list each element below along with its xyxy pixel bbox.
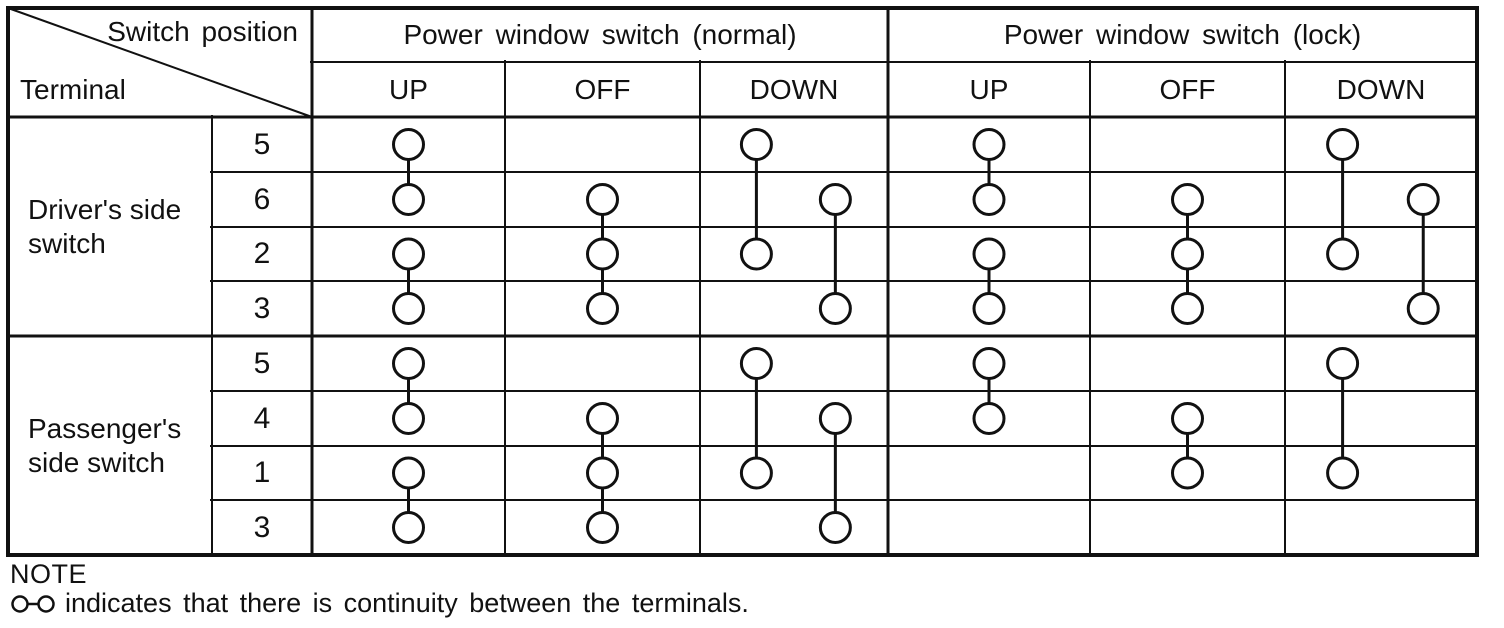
terminal-cell-passenger-1: 1 xyxy=(253,456,271,489)
continuity-circle xyxy=(1326,347,1360,380)
continuity-circle xyxy=(1171,402,1204,435)
corner-switch-position-label: Switch position xyxy=(107,16,298,47)
continuity-circle xyxy=(972,402,1006,435)
corner-terminal-label: Terminal xyxy=(20,74,126,105)
continuity-circle xyxy=(586,511,619,544)
continuity-circle xyxy=(1171,456,1204,490)
terminal-cell-driver-6: 6 xyxy=(253,182,271,216)
continuity-circle xyxy=(1406,183,1440,216)
continuity-circle xyxy=(392,183,425,216)
continuity-circle xyxy=(1326,237,1360,271)
terminal-cell-driver-3: 3 xyxy=(253,291,271,325)
continuity-circle xyxy=(392,237,425,271)
subcolumn-label-normal-off: OFF xyxy=(574,73,631,105)
continuity-circle xyxy=(1171,183,1204,216)
continuity-circle xyxy=(392,292,425,325)
continuity-circle xyxy=(1171,237,1204,271)
table-grid xyxy=(6,6,1479,557)
continuity-circle xyxy=(972,183,1006,216)
continuity-circle xyxy=(818,402,852,435)
terminal-cell-passenger-4: 4 xyxy=(253,401,271,435)
continuity-circle xyxy=(392,402,425,435)
terminal-cell-passenger-5: 5 xyxy=(253,346,271,380)
subcolumn-label-normal-up: UP xyxy=(389,73,428,105)
continuity-circle xyxy=(972,347,1006,380)
continuity-circle xyxy=(818,183,852,216)
terminal-cell-driver-2: 2 xyxy=(253,237,271,270)
continuity-circle xyxy=(818,511,852,544)
continuity-circle xyxy=(818,292,852,325)
continuity-circle xyxy=(739,237,773,271)
column-group-label-normal: Power window switch (normal) xyxy=(403,19,797,50)
continuity-circle xyxy=(586,237,619,271)
note-line: indicates that there is continuity betwe… xyxy=(10,588,749,619)
continuity-circle xyxy=(392,128,425,161)
continuity-circle xyxy=(972,128,1006,161)
column-group-label-lock: Power window switch (lock) xyxy=(1003,19,1362,50)
continuity-circle xyxy=(739,347,773,380)
terminal-cell-passenger-3: 3 xyxy=(253,510,271,544)
subcolumn-label-lock-up: UP xyxy=(969,73,1009,105)
subcolumn-label-normal-down: DOWN xyxy=(749,73,839,105)
continuity-circle xyxy=(392,456,425,490)
continuity-circle xyxy=(1406,292,1440,325)
row-group-label-passenger: Passenger's side switch xyxy=(28,413,182,478)
continuity-circle xyxy=(739,128,773,161)
continuity-circle xyxy=(1326,128,1360,161)
continuity-circle xyxy=(392,347,425,380)
row-group-label-driver: Driver's side switch xyxy=(28,194,182,259)
continuity-circle xyxy=(972,292,1006,325)
subcolumn-label-lock-off: OFF xyxy=(1159,73,1216,105)
continuity-connections xyxy=(392,128,1440,544)
continuity-circle xyxy=(392,511,425,544)
subcolumn-label-lock-down: DOWN xyxy=(1336,73,1426,105)
continuity-circle xyxy=(586,402,619,435)
continuity-circle xyxy=(1326,456,1360,490)
continuity-circle xyxy=(972,237,1006,271)
note-title: NOTE xyxy=(10,559,88,589)
continuity-circle xyxy=(586,456,619,490)
continuity-symbol-icon xyxy=(11,594,55,613)
continuity-circle xyxy=(586,292,619,325)
continuity-circle xyxy=(1171,292,1204,325)
note-text: indicates that there is continuity betwe… xyxy=(65,588,749,618)
corner-diagonal-line xyxy=(7,7,313,118)
continuity-circle xyxy=(739,456,773,490)
continuity-circle xyxy=(586,183,619,216)
terminal-cell-driver-5: 5 xyxy=(253,127,271,161)
